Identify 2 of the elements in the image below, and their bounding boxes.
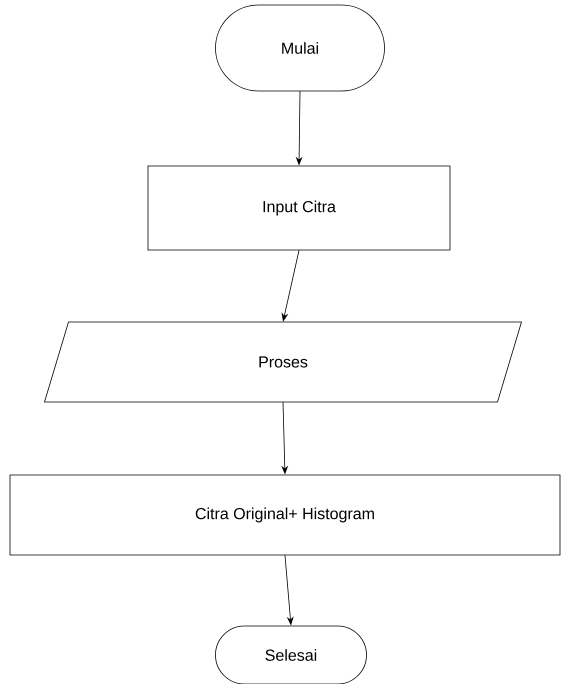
process-box: Citra Original+ Histogram [10, 474, 560, 556]
process-box: Input Citra [148, 166, 450, 250]
